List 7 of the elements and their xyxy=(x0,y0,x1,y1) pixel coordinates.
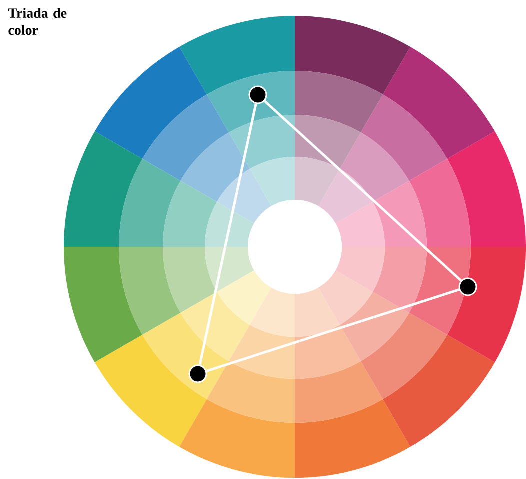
triangle-line xyxy=(206,288,460,372)
triangle-line xyxy=(264,100,462,282)
title: Triada de color xyxy=(8,8,67,36)
dot xyxy=(248,86,268,104)
dot xyxy=(188,364,208,384)
dot xyxy=(458,278,478,296)
triangle-line xyxy=(198,104,258,366)
